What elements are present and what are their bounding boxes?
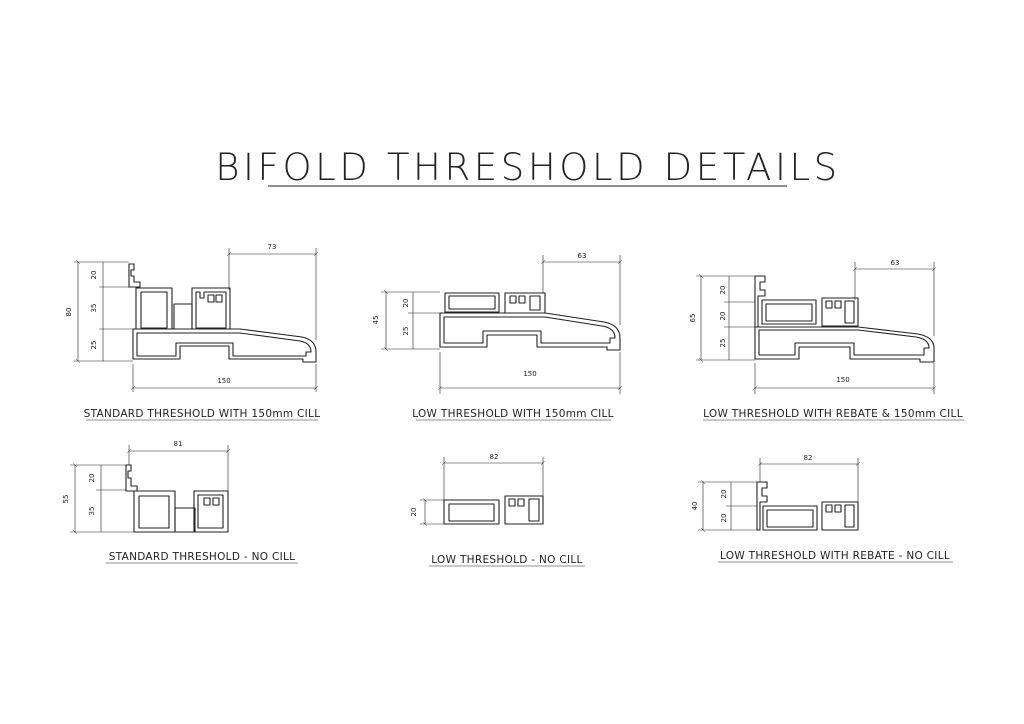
dim-a: 20	[410, 508, 418, 517]
profile-section	[128, 263, 317, 363]
dim-bottom: 150	[836, 376, 849, 384]
detail-low-threshold-rebate-no-cill: 40 20 20 82 LOW THRESHOLD WITH REBATE - …	[691, 454, 953, 563]
dim-b: 25	[402, 327, 410, 336]
profile-section	[125, 464, 229, 533]
dim-overall: 55	[62, 495, 70, 504]
dim-overall: 80	[65, 308, 73, 317]
dim-top: 81	[174, 440, 183, 448]
profile-section	[443, 495, 544, 525]
detail-low-threshold-rebate-cill: 65 20 20 25 63 150 LOW THRESHOLD WITH RE…	[689, 259, 964, 421]
dim-c: 25	[90, 341, 98, 350]
profile-section	[754, 275, 935, 363]
dim-a: 20	[402, 299, 410, 308]
dim-bottom: 150	[217, 377, 230, 385]
detail-low-threshold-no-cill: 20 82 LOW THRESHOLD - NO CILL	[410, 453, 585, 567]
dimension-lines	[381, 255, 620, 394]
dimension-lines	[420, 457, 543, 524]
dim-a: 20	[719, 286, 727, 295]
dim-a: 20	[90, 271, 98, 280]
drawing-title: BIFOLD THRESHOLD DETAILS	[215, 146, 841, 189]
dim-b: 35	[90, 304, 98, 313]
dim-overall: 65	[689, 314, 697, 323]
detail-low-threshold-cill: 45 20 25 63 150 LOW THRESHOLD WITH 150mm…	[372, 252, 621, 421]
detail-caption: LOW THRESHOLD - NO CILL	[431, 554, 582, 566]
profile-section	[439, 292, 621, 351]
dimension-lines	[70, 445, 228, 532]
detail-caption: STANDARD THRESHOLD - NO CILL	[109, 551, 296, 563]
dim-overall: 45	[372, 316, 380, 325]
dim-bottom: 150	[523, 370, 536, 378]
detail-caption: LOW THRESHOLD WITH REBATE & 150mm CILL	[703, 408, 963, 420]
dim-top: 63	[891, 259, 900, 267]
detail-standard-threshold-cill: 80 20 35 25 73 150 STANDARD THRESHOLD WI…	[65, 243, 321, 421]
detail-caption: LOW THRESHOLD WITH 150mm CILL	[412, 408, 614, 420]
dim-top: 73	[268, 243, 277, 251]
dim-a: 20	[88, 474, 96, 483]
dimension-lines	[698, 458, 858, 530]
dim-overall: 40	[691, 502, 699, 511]
dim-top: 63	[578, 252, 587, 260]
dimension-lines	[696, 262, 934, 394]
detail-caption: LOW THRESHOLD WITH REBATE - NO CILL	[720, 550, 950, 562]
dim-top: 82	[804, 454, 813, 462]
dimension-lines	[74, 248, 316, 392]
dim-a: 20	[720, 490, 728, 499]
dim-b: 35	[88, 507, 96, 516]
detail-caption: STANDARD THRESHOLD WITH 150mm CILL	[84, 408, 321, 420]
dim-top: 82	[490, 453, 499, 461]
dim-b: 20	[720, 514, 728, 523]
dim-b: 20	[719, 312, 727, 321]
dim-c: 25	[719, 339, 727, 348]
detail-standard-threshold-no-cill: 55 20 35 81 STANDARD THRESHOLD - NO CILL	[62, 440, 298, 564]
profile-section	[756, 481, 859, 531]
